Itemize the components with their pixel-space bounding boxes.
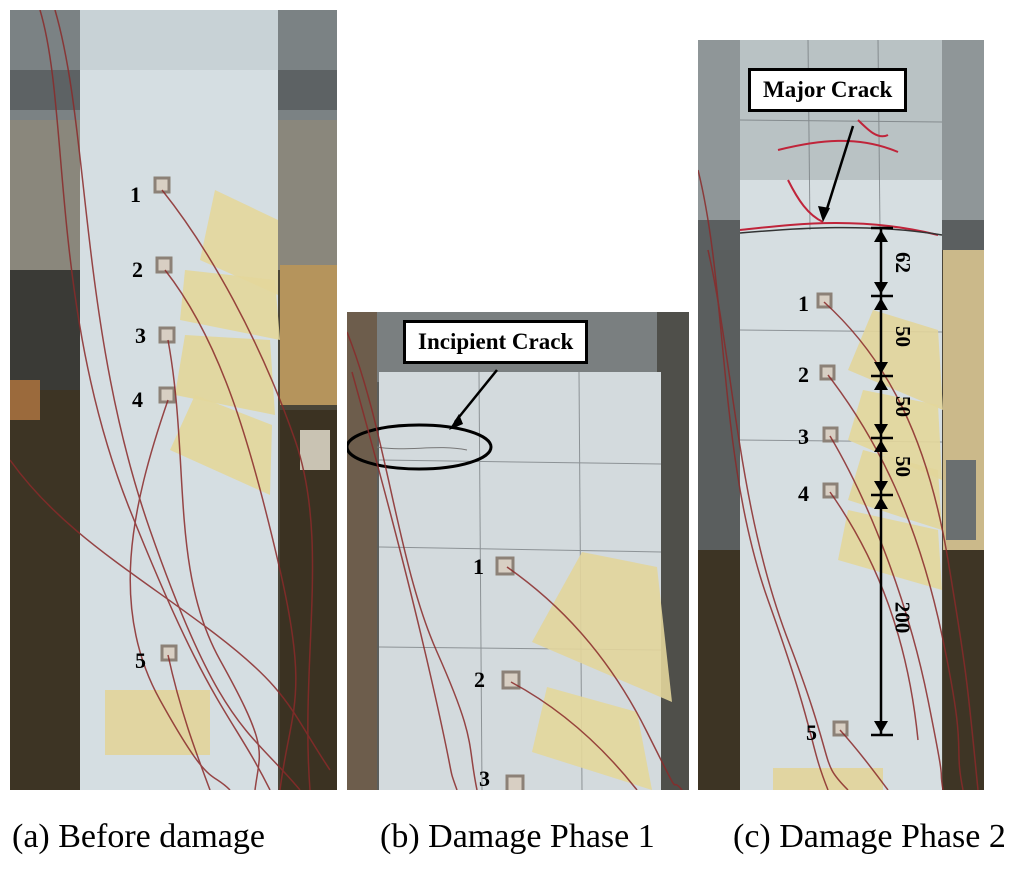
sensor-label: 2	[132, 257, 143, 282]
dimension-label: 50	[891, 326, 915, 347]
sensor-label: 1	[798, 291, 809, 316]
sensor-label: 5	[135, 648, 146, 673]
photo-damage-phase-2: Major Crack 1 2 3 4 5 62 50 50 50 200	[698, 40, 984, 790]
dimension-label: 200	[890, 601, 915, 634]
sensor-label: 4	[798, 481, 809, 506]
dimension-label: 62	[891, 252, 915, 273]
sensor-label: 4	[132, 387, 143, 412]
photo-before-damage: 1 2 3 4 5	[10, 10, 337, 790]
sensor-label: 2	[474, 667, 485, 692]
sensor-label: 3	[135, 323, 146, 348]
photo-damage-phase-1: Incipient Crack 1 2 3	[347, 312, 689, 790]
dimension-label: 50	[891, 456, 915, 477]
major-crack-callout: Major Crack	[748, 68, 908, 112]
sensor-label: 3	[479, 766, 490, 790]
caption-before-damage: (a) Before damage	[12, 818, 265, 855]
sensor-label: 1	[130, 182, 141, 207]
sensor-label: 5	[806, 720, 817, 745]
photo-a-graphic	[10, 10, 337, 790]
sensor-label: 2	[798, 362, 809, 387]
sensor-label: 3	[798, 424, 809, 449]
sensor-label: 1	[473, 554, 484, 579]
caption-damage-phase-2: (c) Damage Phase 2	[733, 818, 1006, 855]
photo-b-graphic	[347, 312, 689, 790]
dimension-label: 50	[891, 396, 915, 417]
caption-damage-phase-1: (b) Damage Phase 1	[380, 818, 655, 855]
incipient-crack-callout: Incipient Crack	[403, 320, 589, 364]
photo-c-graphic	[698, 40, 984, 790]
